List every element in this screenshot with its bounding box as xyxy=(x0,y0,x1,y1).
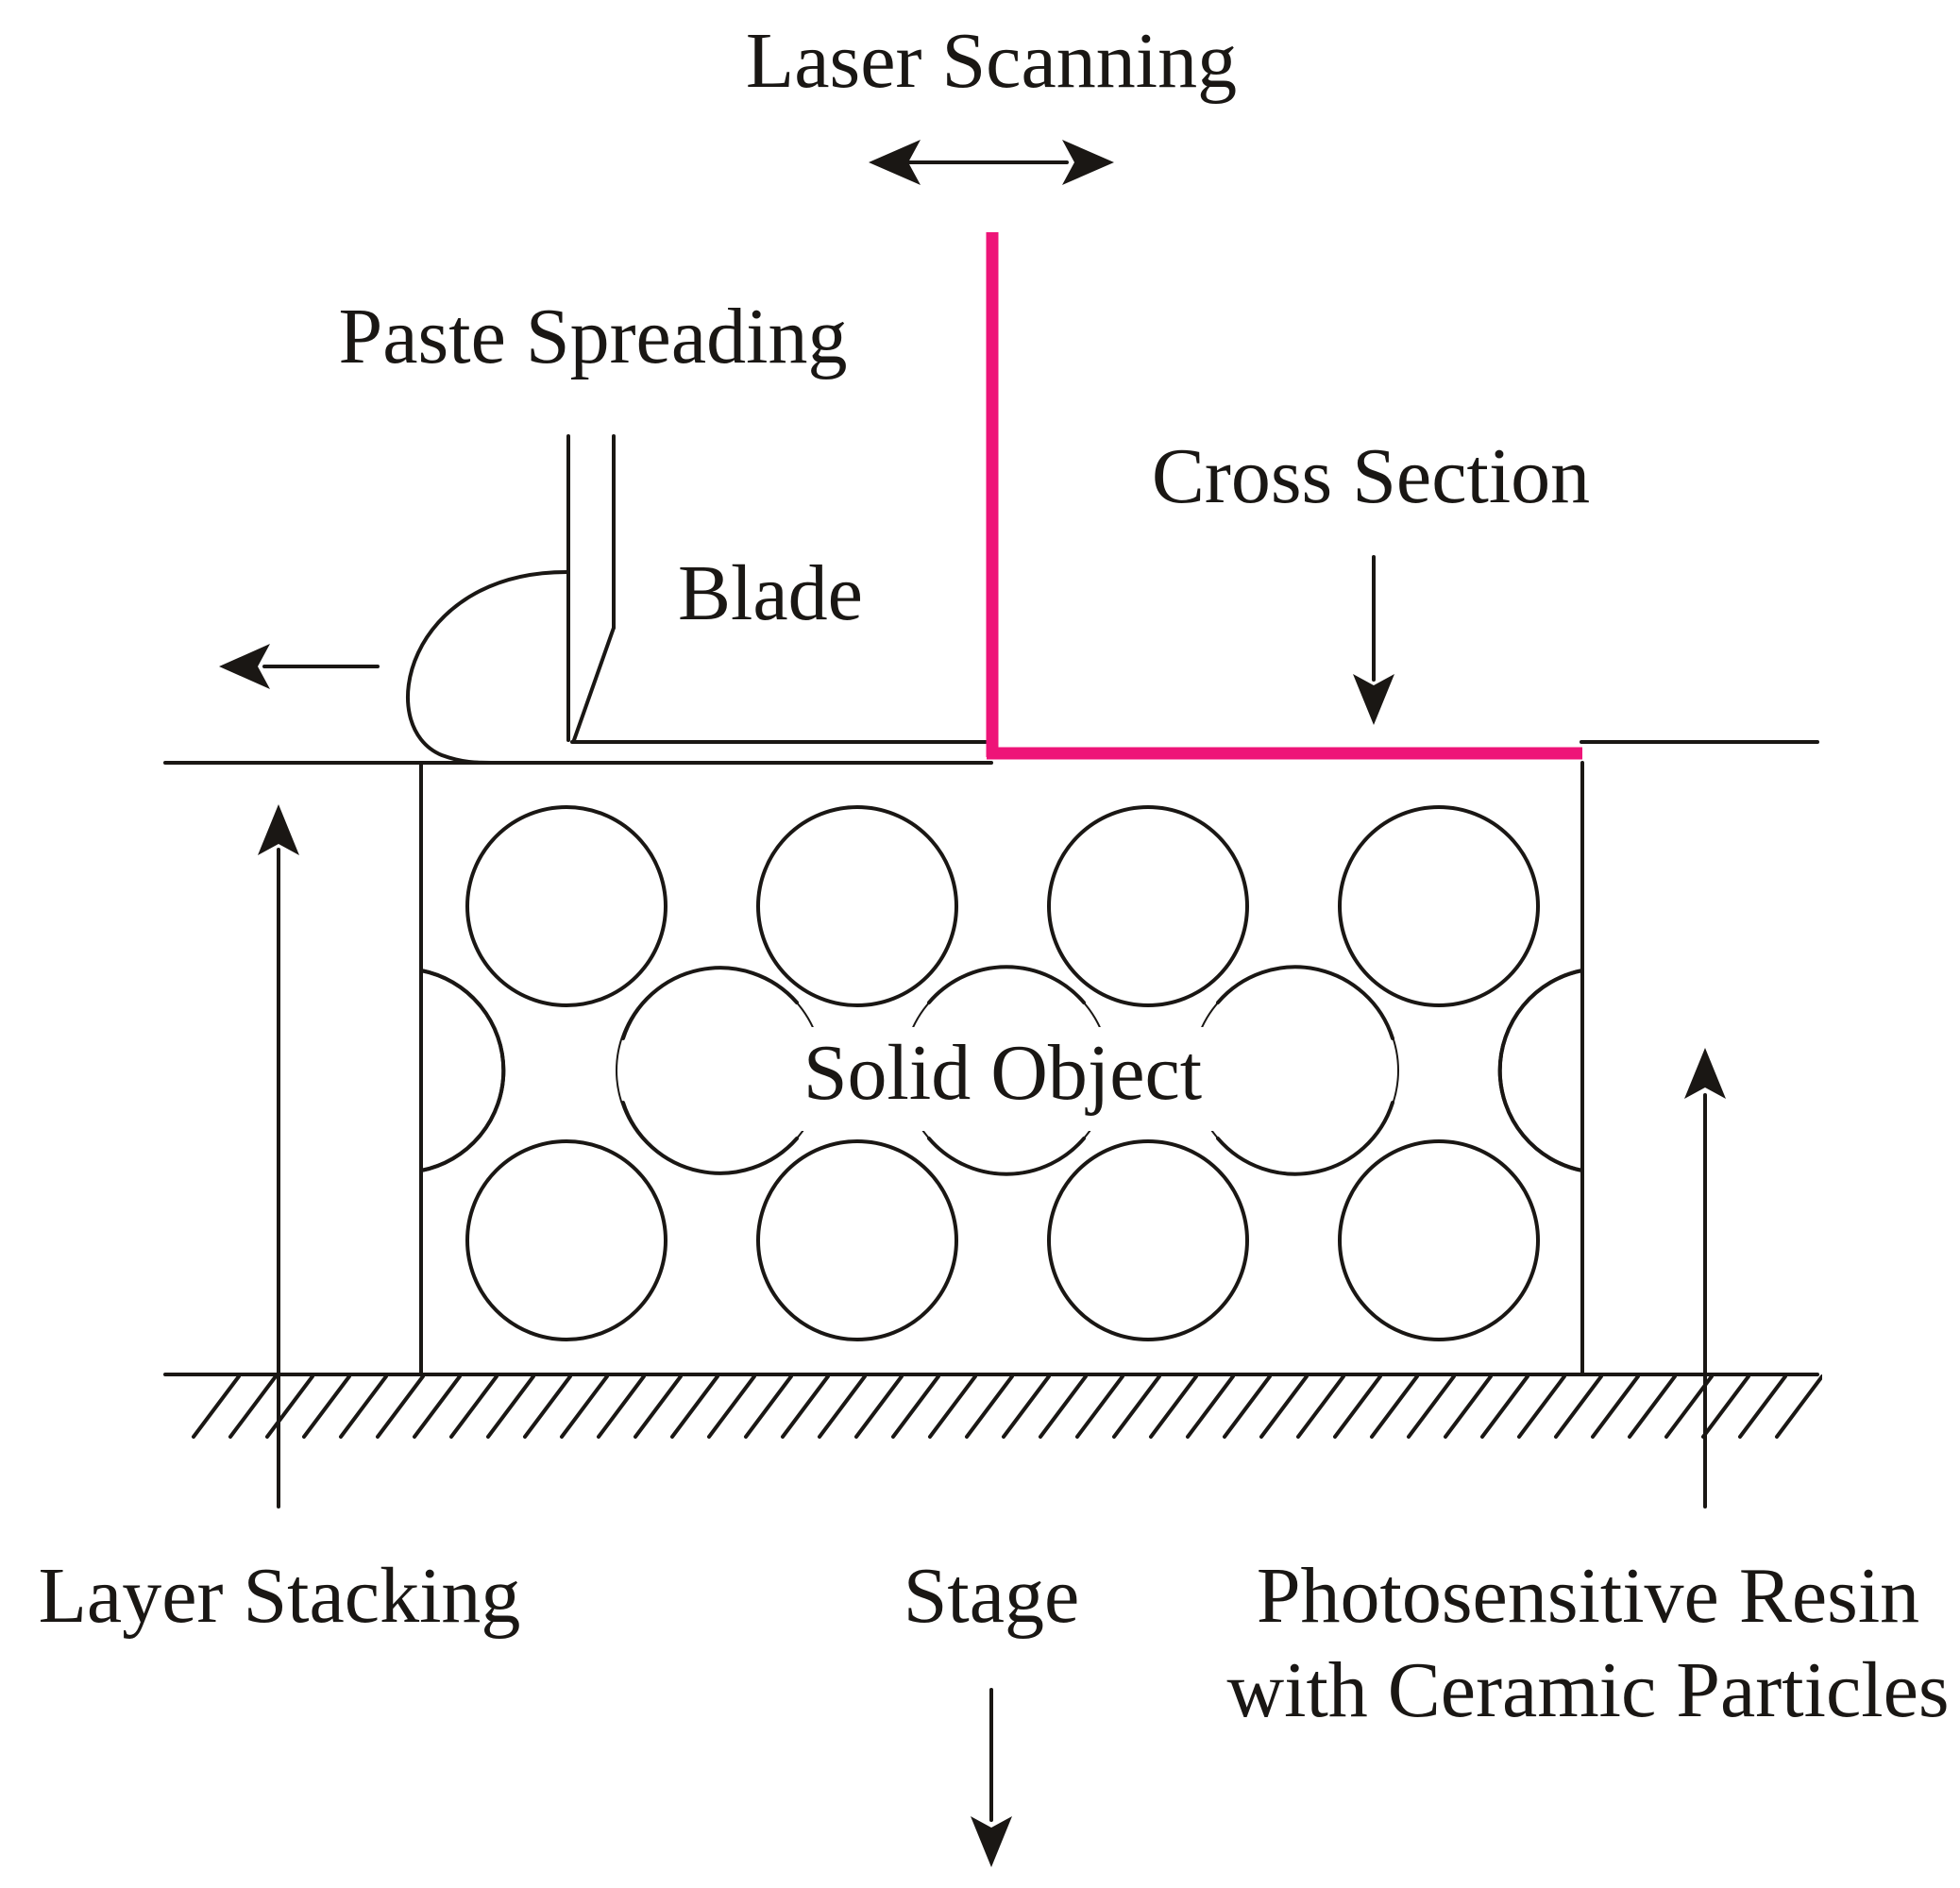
hatch-line xyxy=(928,1374,977,1439)
particle xyxy=(1338,1139,1540,1341)
hatch-line xyxy=(1259,1374,1309,1439)
hatch-line xyxy=(1628,1374,1677,1439)
hatch-line xyxy=(339,1374,388,1439)
edge-particle-left xyxy=(419,969,506,1172)
resin-label-line1: Photosensitive Resin xyxy=(1257,1552,1919,1640)
particle xyxy=(756,805,958,1007)
particle xyxy=(465,805,667,1007)
hatch-line xyxy=(302,1374,351,1439)
particle xyxy=(1047,805,1249,1007)
paste-blob xyxy=(406,570,568,765)
hatch-line xyxy=(376,1374,425,1439)
hatch-line xyxy=(1149,1374,1198,1439)
solid-object-label: Solid Object xyxy=(803,1029,1202,1117)
hatch-line xyxy=(1480,1374,1529,1439)
hatch-line xyxy=(560,1374,609,1439)
layer-stacking-arrow xyxy=(258,804,299,1509)
hatch-line xyxy=(1444,1374,1493,1439)
hatch-line xyxy=(818,1374,867,1439)
paste-spreading-label: Paste Spreading xyxy=(339,293,848,380)
particle xyxy=(465,1139,667,1341)
stage-label: Stage xyxy=(904,1552,1080,1640)
hatch-line xyxy=(670,1374,719,1439)
resin-arrow xyxy=(1684,1048,1726,1509)
hatch-line xyxy=(1075,1374,1124,1439)
hatch-line xyxy=(1407,1374,1456,1439)
resin-label-line2: with Ceramic Particles xyxy=(1226,1646,1949,1734)
particle xyxy=(1338,805,1540,1007)
hatch-line xyxy=(707,1374,756,1439)
hatch-line xyxy=(1296,1374,1345,1439)
hatch-line xyxy=(634,1374,683,1439)
cross-section-label: Cross Section xyxy=(1152,432,1590,520)
blade-label: Blade xyxy=(678,549,863,637)
hatch-line xyxy=(1333,1374,1382,1439)
stage-hatching xyxy=(192,1374,1822,1439)
layer-stacking-label: Layer Stacking xyxy=(39,1552,521,1640)
edge-particle-right xyxy=(1497,969,1584,1172)
middle-row-particle-arcs xyxy=(621,965,1394,1176)
hatch-line xyxy=(192,1374,241,1439)
hatch-line xyxy=(265,1374,314,1439)
hatch-line xyxy=(597,1374,646,1439)
cross-section-down-arrow xyxy=(1353,555,1394,725)
hatch-line xyxy=(965,1374,1014,1439)
laser-beam xyxy=(986,232,1582,760)
hatch-line xyxy=(1738,1374,1787,1439)
hatch-line xyxy=(744,1374,793,1439)
hatch-line xyxy=(1002,1374,1051,1439)
hatch-line xyxy=(486,1374,535,1439)
particle xyxy=(1191,967,1399,1174)
hatch-line xyxy=(228,1374,278,1439)
laser-scanning-label: Laser Scanning xyxy=(746,17,1237,105)
hatch-line xyxy=(1591,1374,1640,1439)
hatch-line xyxy=(1370,1374,1419,1439)
hatch-line xyxy=(1223,1374,1272,1439)
hatch-line xyxy=(1039,1374,1088,1439)
hatch-line xyxy=(1775,1374,1822,1439)
spreading-direction-arrow xyxy=(219,644,380,689)
hatch-line xyxy=(413,1374,462,1439)
hatch-line xyxy=(1701,1374,1750,1439)
hatch-line xyxy=(1186,1374,1235,1439)
hatch-line xyxy=(523,1374,572,1439)
stage xyxy=(163,1373,1822,1439)
laser-scan-double-arrow xyxy=(869,140,1114,185)
hatch-line xyxy=(891,1374,940,1439)
particle xyxy=(756,1139,958,1341)
hatch-line xyxy=(854,1374,904,1439)
hatch-line xyxy=(1517,1374,1566,1439)
hatch-line xyxy=(1554,1374,1603,1439)
hatch-line xyxy=(781,1374,830,1439)
hatch-line xyxy=(449,1374,498,1439)
stage-down-arrow xyxy=(971,1688,1012,1867)
blade xyxy=(566,434,616,742)
hatch-line xyxy=(1112,1374,1161,1439)
particle xyxy=(1047,1139,1249,1341)
